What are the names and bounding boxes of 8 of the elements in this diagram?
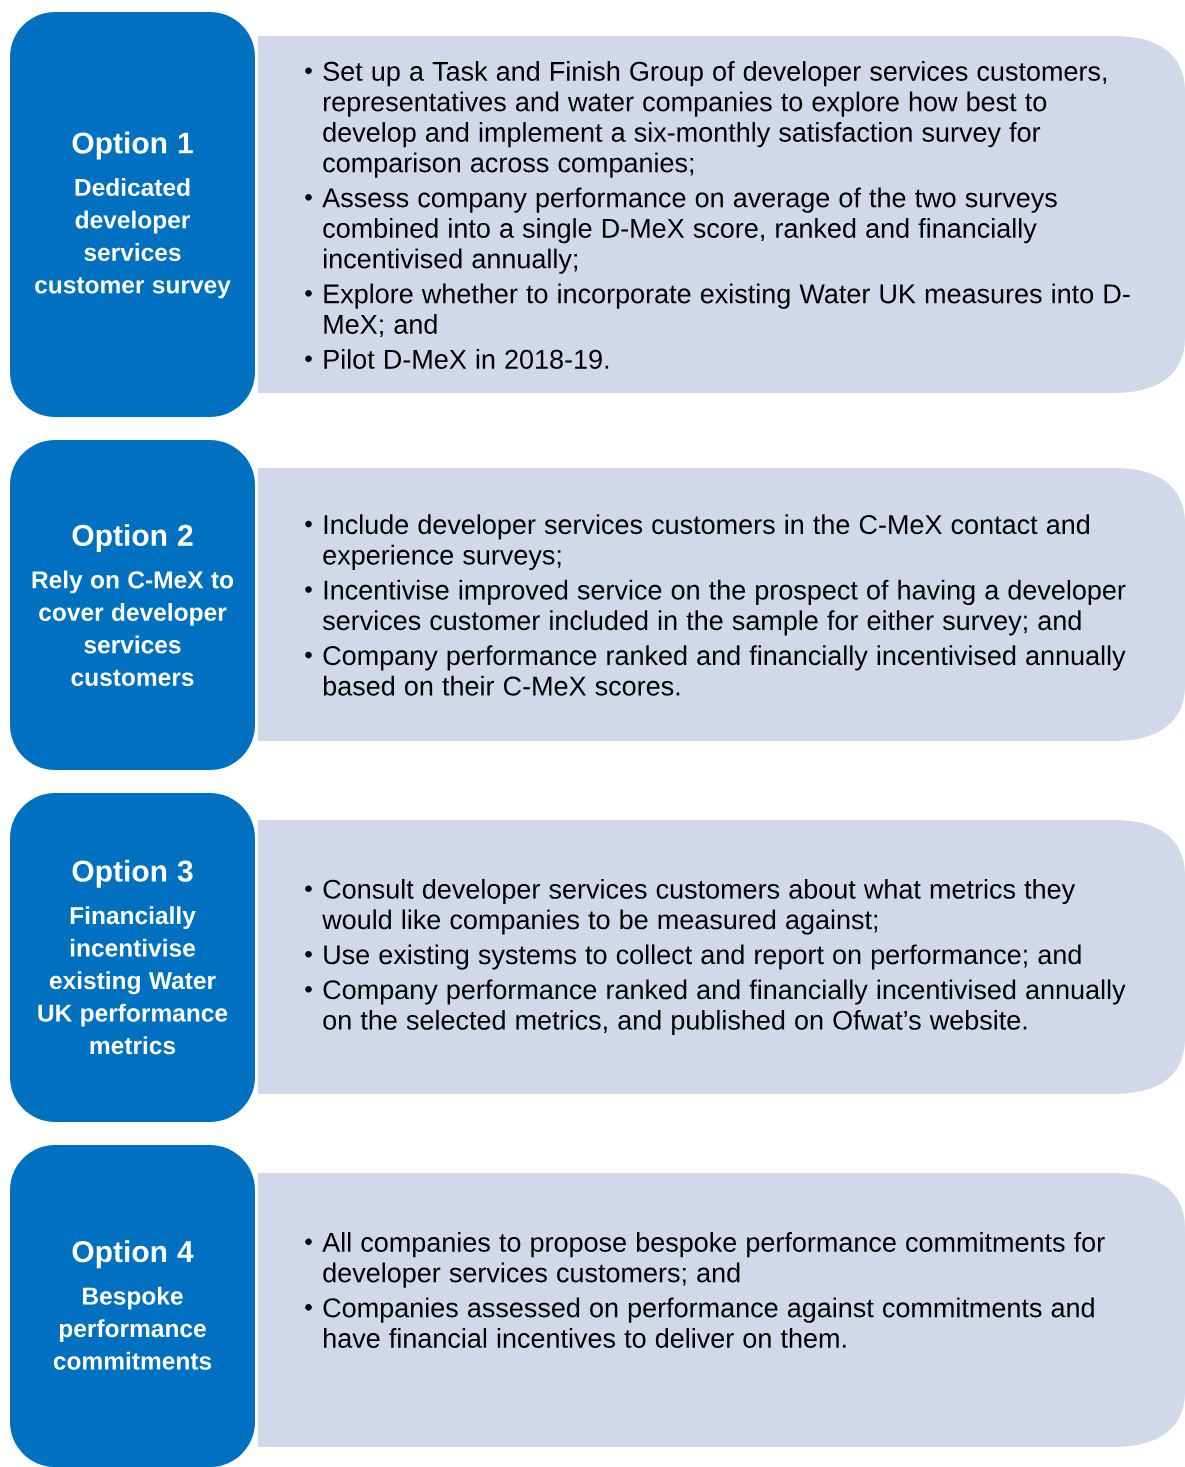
bullet-list-box: All companies to propose bespoke performance commitments for developer services customers; and Companies assessed on performance against commitments and have financial incentives to deliver on them. (258, 1173, 1185, 1447)
option-box: Option 4 Bespoke performance commitments (10, 1145, 255, 1467)
bullet-list-box: Include developer services customers in the C-MeX contact and experience surveys; Incentivise improved service on the prospect of having a developer services customer included in the sample for either survey; and Company performance ranked and financially incentivised annually based on their C-MeX scores. (258, 468, 1185, 741)
option-box: Option 1 Dedicated developer services customer survey (10, 12, 255, 417)
bullet-list-box: Set up a Task and Finish Group of developer services customers, representatives and water companies to explore how best to develop and implement a six-monthly satisfaction survey for comparison across companies; Assess company performance on average of the two surveys combined into a single D-MeX score, ranked and financially incentivised annually; Explore whether to incorporate existing Water UK measures into D-MeX; and Pilot D-MeX in 2018-19. (258, 36, 1185, 393)
bullet-list-box: Consult developer services customers about what metrics they would like companies to be measured against; Use existing systems to collect and report on performance; and Company performance ranked and financially incentivised annually on the selected metrics, and published on Ofwat’s website. (258, 820, 1185, 1094)
option-box: Option 2 Rely on C-MeX to cover developer services customers (10, 440, 255, 770)
option-box: Option 3 Financially incentivise existing Water UK performance metrics (10, 793, 255, 1122)
